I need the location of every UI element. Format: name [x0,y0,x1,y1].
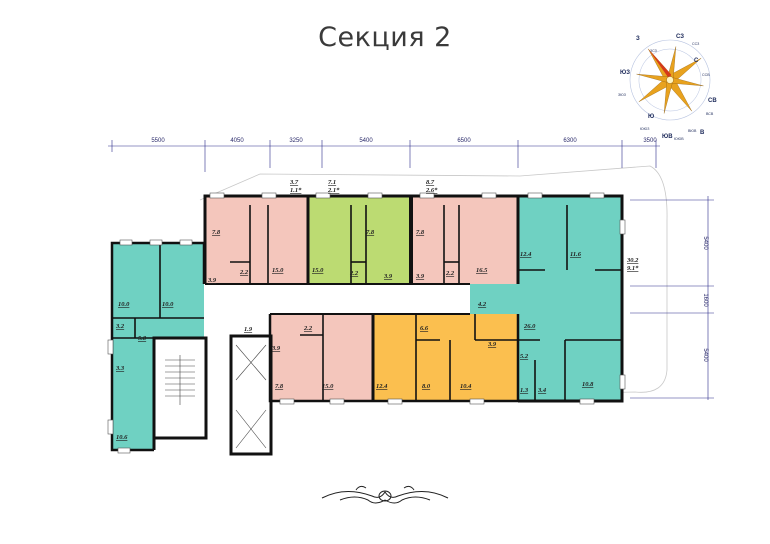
area-labels: 7.8 3.9 2.2 15.0 3.7 1.1* 7.8 15.0 2.2 3… [115,179,639,441]
room-area: 15.0 [322,383,334,390]
compass-ssw: ЮЮЗ [640,127,649,131]
room-area: 2.2 [239,269,249,276]
compass-sse: ЮЮВ [674,137,684,141]
room-area: 5.2 [520,353,529,360]
room-area: 3.9 [383,273,393,280]
apartment-1 [205,196,308,284]
room-area: 12.4 [520,251,532,258]
room-area: 4.2 [477,301,487,308]
dim-label: 5500 [151,138,165,144]
compass-nw: СЗ [676,34,684,40]
room-area: 10.0 [118,301,130,308]
dim-label: 5400 [702,348,708,362]
room-area: 2.2 [445,270,455,277]
room-area: 3.2 [115,323,125,330]
room-area: 1.1* [290,187,302,194]
compass-ese: ВЮВ [688,129,697,133]
room-area: 2.1* [327,187,340,194]
room-area: 7.8 [275,383,284,390]
room-area: 9.1* [627,265,639,272]
dimension-top [108,140,660,172]
windows [107,192,626,454]
dim-label: 6500 [457,138,471,144]
site-outline [199,165,668,395]
room-area: 7.8 [416,229,425,236]
room-area: 7.8 [366,229,375,236]
stair [165,344,267,449]
ornament [321,485,449,504]
dim-label: 3500 [643,138,657,144]
apartment-left-b [112,338,154,450]
room-area: 15.0 [312,267,324,274]
room-area: 7.1 [328,179,336,186]
compass-wnw: ЗСЗ [650,49,657,53]
room-area: 10.6 [116,434,128,441]
room-area: 3.9 [207,277,217,284]
apartment-3 [411,196,518,284]
compass-labels: С Ю В З СВ СЗ ЮВ ЮЗ ССВ ССЗ ВСВ ВЮВ ЮЮВ … [618,34,717,141]
compass-n: С [694,58,699,64]
compass-se: ЮВ [662,134,673,140]
compass-e: В [700,130,705,136]
compass-wsw: ЗЮЗ [618,93,626,97]
corridor [205,284,520,314]
room-area: 3.7 [289,179,299,186]
room-area: 12.4 [376,383,388,390]
room-area: 10.0 [162,301,174,308]
dim-label: 3250 [289,138,303,144]
room-area: 16.5 [476,267,488,274]
compass-nne: ССВ [702,73,710,77]
dimension-right [630,196,714,400]
apartment-bottom-1 [270,314,373,401]
dim-label: 5400 [359,138,373,144]
compass-w: З [636,36,640,42]
room-area: 11.6 [570,251,582,258]
apartment-4-hall [470,284,520,314]
room-area: 5.8 [138,335,147,342]
room-area: 1.3 [520,387,529,394]
page-title: Секция 2 [318,22,452,53]
compass-rose [629,39,711,121]
apartment-2 [308,196,411,284]
dim-label: 6300 [563,138,577,144]
room-area: 7.8 [212,229,221,236]
room-area: 15.0 [272,267,284,274]
room-area: 10.8 [582,381,594,388]
partitions [112,205,622,401]
compass-sw: ЮЗ [620,70,630,76]
compass-ne: СВ [708,98,717,104]
room-area: 2.2 [349,270,359,277]
room-area: 3.9 [487,341,497,348]
room-area: 10.4 [460,383,472,390]
room-area: 8.7 [426,179,435,186]
room-area: 26.0 [523,323,536,330]
compass-nnw: ССЗ [692,42,699,46]
dim-label: 1600 [702,293,708,307]
room-area: 8.0 [422,383,431,390]
room-area: 2.6* [425,187,438,194]
compass-s: Ю [648,114,654,120]
room-area: 2.2 [303,325,313,332]
room-area: 6.6 [420,325,429,332]
room-area: 3.3 [115,365,125,372]
room-area: 3.9 [271,345,281,352]
dim-label: 4050 [230,138,244,144]
room-area: 30.2 [626,257,639,264]
apartment-bottom-2 [373,314,518,401]
compass-ene: ВСВ [706,112,714,116]
room-area: 1.9 [244,326,253,333]
apartment-left [112,243,204,338]
room-area: 3.4 [537,387,547,394]
dim-label: 5400 [702,236,708,250]
apartment-4 [518,196,622,401]
room-area: 3.9 [415,273,425,280]
